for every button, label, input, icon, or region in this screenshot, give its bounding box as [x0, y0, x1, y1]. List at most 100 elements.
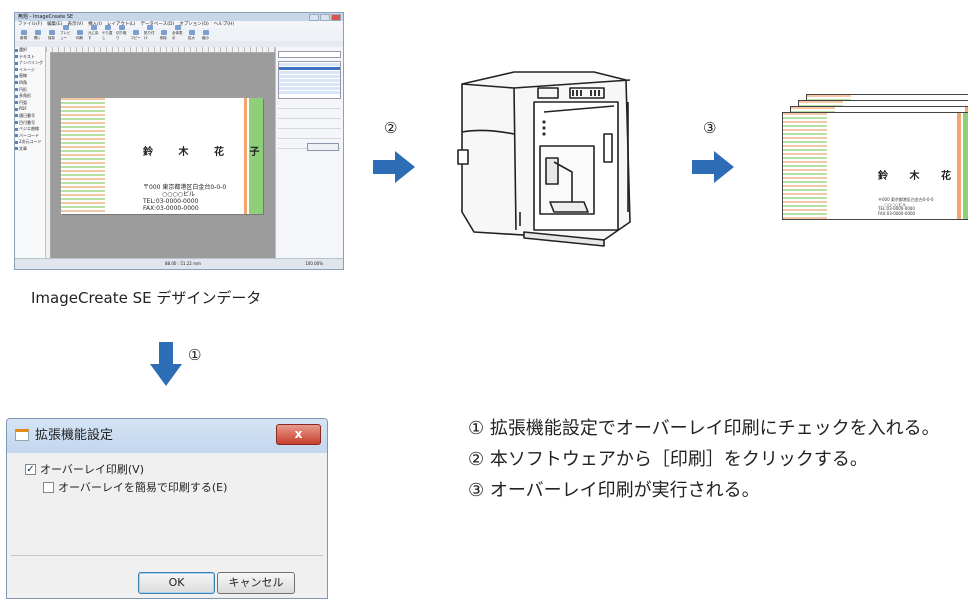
card-orange-bar — [957, 113, 961, 219]
object-sidebar: 選択 テキスト ナンバリング イメージ 直線 四角 円形 多角形 円弧 PDF … — [15, 47, 46, 259]
overlay-print-option[interactable]: ✓ オーバーレイ印刷(V) — [25, 461, 144, 477]
save-icon — [48, 30, 55, 35]
overlay-print-checkbox[interactable]: ✓ — [25, 463, 36, 475]
step-1-label: ① — [188, 346, 202, 364]
card-green-bar — [963, 113, 968, 219]
toolbar-paste-button[interactable]: 貼り付け — [144, 25, 155, 41]
fit-icon — [174, 25, 181, 30]
toolbar-zoom-in-button[interactable]: 拡大 — [186, 30, 197, 41]
menu-edit[interactable]: 編集(E) — [47, 22, 63, 27]
printed-card-front: 鈴 木 花 子 〒000 東京都港区白金台0-0-0 ○○○○ビル TEL:03… — [782, 112, 968, 220]
sidebar-item[interactable]: 円形 — [15, 87, 45, 94]
step-3-label: ③ — [703, 119, 717, 137]
card-green-bar — [249, 98, 263, 214]
note-step-3: ③ オーバーレイ印刷が実行される。 — [468, 480, 760, 501]
sidebar-item[interactable]: PDF — [15, 106, 45, 113]
simple-overlay-checkbox[interactable] — [43, 481, 54, 493]
cancel-button[interactable]: キャンセル — [217, 572, 295, 594]
sidebar-item[interactable]: 2次元コード — [15, 139, 45, 146]
menu-help[interactable]: ヘルプ(H) — [213, 22, 235, 27]
toolbar: 新規 開く 保存 プレビュー 印刷 元に戻す やり直し 切り取り コピー 貼り付… — [15, 25, 343, 41]
toolbar-cut-button[interactable]: 切り取り — [116, 25, 127, 41]
sidebar-item[interactable]: 四角 — [15, 80, 45, 87]
toolbar-print-button[interactable]: 印刷 — [74, 30, 85, 41]
sidebar-item[interactable]: 文章 — [15, 146, 45, 153]
toolbar-undo-button[interactable]: 元に戻す — [88, 25, 99, 41]
dialog-app-icon — [15, 429, 29, 441]
card-name: 鈴 木 花 子 — [143, 147, 271, 158]
horizontal-ruler — [46, 47, 275, 53]
design-canvas[interactable]: 鈴 木 花 子 〒000 東京都港区白金台0-0-0 ○○○○ビル TEL:03… — [51, 53, 275, 261]
sidebar-item[interactable]: 直線 — [15, 73, 45, 80]
minimize-icon[interactable] — [309, 14, 319, 21]
card-stripes — [61, 98, 105, 214]
arrow-down-icon — [150, 342, 182, 386]
app-screenshot: 無題 - ImageCreate SE ファイル(F) 編集(E) 表示(V) … — [14, 12, 344, 270]
sidebar-item[interactable]: 目付番号 — [15, 120, 45, 127]
dialog-title: 拡張機能設定 — [35, 428, 114, 443]
printed-cards-stack: 鈴 木 花 子 〒000 東京都港区白金台0-0-0 ○○○○ビル TEL:03… — [782, 94, 968, 224]
undo-icon — [90, 25, 97, 30]
toolbar-save-button[interactable]: 保存 — [46, 30, 57, 41]
layout-list[interactable] — [278, 61, 341, 99]
card-stripes — [783, 113, 827, 219]
dialog-titlebar: 拡張機能設定 x — [7, 419, 327, 453]
toolbar-redo-button[interactable]: やり直し — [102, 25, 113, 41]
note-step-2: ② 本ソフトウェアから［印刷］をクリックする。 — [468, 449, 868, 470]
status-zoom: 100.00% — [305, 261, 323, 266]
sidebar-item[interactable]: 選択 — [15, 47, 45, 54]
caption-design-data: ImageCreate SE デザインデータ — [31, 289, 262, 307]
toolbar-preview-button[interactable]: プレビュー — [60, 25, 71, 41]
sidebar-item[interactable]: ナンバリング — [15, 60, 45, 67]
ok-button[interactable]: OK — [138, 572, 215, 594]
menu-bar: ファイル(F) 編集(E) 表示(V) 挿入(I) レイアウト(L) データベー… — [15, 21, 343, 28]
overlay-print-label: オーバーレイ印刷(V) — [40, 463, 144, 476]
menu-file[interactable]: ファイル(F) — [18, 22, 43, 27]
menu-view[interactable]: 表示(V) — [67, 22, 84, 27]
group-select[interactable] — [278, 51, 341, 58]
menu-layout[interactable]: レイアウト(L) — [107, 21, 136, 28]
sidebar-item[interactable]: テキスト — [15, 54, 45, 61]
card-orange-bar — [244, 98, 247, 214]
toolbar-copy-button[interactable]: コピー — [130, 30, 141, 41]
toolbar-open-button[interactable]: 開く — [32, 30, 43, 41]
redo-icon — [104, 25, 111, 30]
sidebar-item[interactable]: 通日番号 — [15, 113, 45, 120]
step-2-label: ② — [384, 119, 398, 137]
sidebar-item[interactable]: 円弧 — [15, 100, 45, 107]
status-bar: 88.00 : 51.22 mm 100.00% — [15, 258, 343, 269]
business-card-design[interactable]: 鈴 木 花 子 〒000 東京都港区白金台0-0-0 ○○○○ビル TEL:03… — [61, 98, 263, 214]
cut-icon — [118, 25, 125, 30]
dialog-body: ✓ オーバーレイ印刷(V) オーバーレイを簡易で印刷する(E) — [11, 453, 323, 594]
extended-settings-dialog: 拡張機能設定 x ✓ オーバーレイ印刷(V) オーバーレイを簡易で印刷する(E)… — [6, 418, 328, 599]
new-icon — [20, 30, 27, 35]
toolbar-new-button[interactable]: 新規 — [18, 30, 29, 41]
sidebar-item[interactable]: イメージ — [15, 67, 45, 74]
toolbar-fit-button[interactable]: 全体表示 — [172, 25, 183, 41]
printed-card-address: 〒000 東京都港区白金台0-0-0 ○○○○ビル TEL:03-0000-00… — [878, 197, 934, 216]
note-step-1: ① 拡張機能設定でオーバーレイ印刷にチェックを入れる。 — [468, 418, 940, 439]
instruction-notes: ① 拡張機能設定でオーバーレイ印刷にチェックを入れる。 ② 本ソフトウェアから［… — [468, 413, 940, 506]
simple-overlay-label: オーバーレイを簡易で印刷する(E) — [58, 481, 228, 494]
menu-options[interactable]: オプション(O) — [179, 22, 209, 27]
dialog-divider — [11, 555, 323, 556]
simple-overlay-option[interactable]: オーバーレイを簡易で印刷する(E) — [43, 479, 227, 495]
window-title: 無題 - ImageCreate SE — [18, 14, 74, 20]
sidebar-item[interactable]: バーコード — [15, 133, 45, 140]
window-titlebar: 無題 - ImageCreate SE — [15, 13, 343, 21]
toolbar-zoom-out-button[interactable]: 縮小 — [200, 30, 211, 41]
maximize-icon[interactable] — [320, 14, 330, 21]
sidebar-item[interactable]: 多角形 — [15, 93, 45, 100]
delete-icon — [160, 30, 167, 35]
copy-icon — [132, 30, 139, 35]
arrow-right-icon — [692, 151, 734, 183]
close-icon[interactable] — [331, 14, 341, 21]
toolbar-delete-button[interactable]: 削除 — [158, 30, 169, 41]
arrow-right-icon — [373, 151, 415, 183]
dialog-close-button[interactable]: x — [276, 424, 321, 445]
menu-insert[interactable]: 挿入(I) — [88, 21, 102, 28]
menu-database[interactable]: データベース(D) — [140, 22, 175, 27]
sidebar-item[interactable]: ベジエ曲線 — [15, 126, 45, 133]
properties-apply-button[interactable] — [307, 143, 339, 151]
card-address: 〒000 東京都港区白金台0-0-0 ○○○○ビル TEL:03-0000-00… — [143, 184, 227, 212]
